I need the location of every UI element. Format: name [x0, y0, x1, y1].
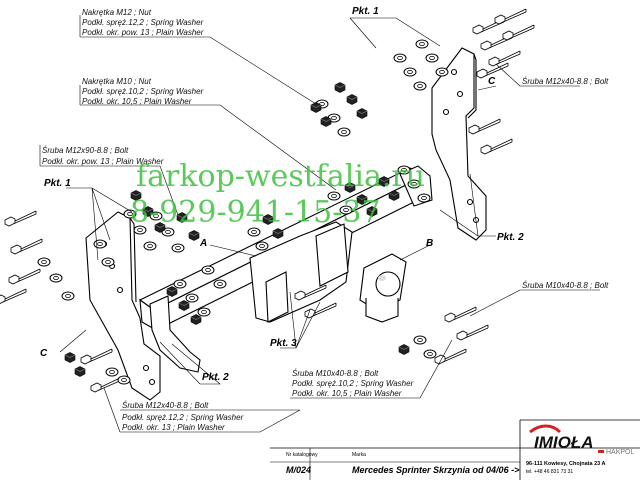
- part-b-label: B: [426, 238, 433, 249]
- tow-ball-b: [359, 253, 407, 323]
- label-bolt-m12x40-bottom-line1: Śruba M12x40-8.8 ; Bolt: [122, 401, 209, 410]
- callout-labels: Nakrętka M12 ; Nut Podkł. spręż.12,2 ; S…: [40, 6, 609, 432]
- point-1-top: Pkt. 1: [352, 6, 379, 17]
- label-nut-m10-line1: Nakrętka M10 ; Nut: [82, 77, 152, 86]
- part-c-right-label: C: [488, 76, 496, 87]
- title-block: Nr katalogowy Marka M/024 Mercedes Sprin…: [270, 419, 640, 480]
- hardware-right-top: [310, 8, 535, 137]
- catalog-number: M/024: [286, 465, 311, 475]
- label-bolt-m12x40-right: Śruba M12x40-8.8 ; Bolt: [522, 77, 609, 86]
- label-bolt-m10x40-bottom-line2: Podkł. spręż.10,2 ; Spring Washer: [292, 379, 414, 388]
- company-phone: tel. +48 46 831 73 31: [526, 469, 573, 475]
- logo-text: IMIOŁA: [534, 433, 594, 452]
- label-bolt-m12x90-line1: Śruba M12x90-8.8 ; Bolt: [42, 146, 129, 155]
- logo-mark: IMIOŁA HAKPOL: [529, 424, 635, 456]
- point-2-right: Pkt. 2: [497, 232, 524, 243]
- point-1-left: Pkt. 1: [44, 178, 71, 189]
- point-2-bottom: Pkt. 2: [202, 372, 229, 383]
- main-beam-a: [138, 165, 433, 373]
- part-a-label: A: [199, 238, 207, 249]
- part-c-left-label: C: [40, 348, 48, 359]
- label-nut-m12-line3: Podkł. okr. pow. 13 ; Plain Washer: [82, 28, 204, 37]
- leader-lines: [39, 15, 600, 433]
- watermark-phone: 8-929-941-15-37: [130, 195, 381, 230]
- watermark-site: farkop-westfalia.ru: [136, 159, 425, 194]
- label-nut-m10-line3: Podkł. okr. 10,5 ; Plain Washer: [82, 97, 192, 106]
- label-bolt-m10x40-bottom-line3: Podkł. okr. 10,5 ; Plain Washer: [292, 389, 402, 398]
- label-bolt-m10x40-right: Śruba M10x40-8.8 ; Bolt: [522, 281, 609, 290]
- label-bolt-m12x40-bottom-line2: Podkł. spręż.12,2 ; Spring Washer: [122, 413, 244, 422]
- label-bolt-m12x40-bottom-line3: Podkł. okr. 13 ; Plain Washer: [122, 423, 225, 432]
- company-address: 96-111 Kowiesy, Chojnata 23 A: [526, 461, 606, 467]
- vehicle-model: Mercedes Sprinter Skrzynia od 04/06 ->: [352, 465, 520, 475]
- label-bolt-m12x90-line2: Podkł. okr. pow. 13 ; Plain Washer: [42, 157, 164, 166]
- brand-label: Marka: [352, 452, 366, 458]
- logo-subtitle: HAKPOL: [606, 449, 635, 456]
- point-3: Pkt. 3: [270, 338, 297, 349]
- label-nut-m10-line2: Podkł. spręż.10,2 ; Spring Washer: [82, 87, 204, 96]
- label-bolt-m10x40-bottom-line1: Śruba M10x40-8.8 ; Bolt: [292, 369, 379, 378]
- label-nut-m12-line2: Podkł. spręż.12,2 ; Spring Washer: [82, 18, 204, 27]
- label-nut-m12-line1: Nakrętka M12 ; Nut: [82, 8, 152, 17]
- watermark: farkop-westfalia.ru 8-929-941-15-37: [130, 159, 425, 230]
- catalog-number-label: Nr katalogowy: [286, 452, 318, 458]
